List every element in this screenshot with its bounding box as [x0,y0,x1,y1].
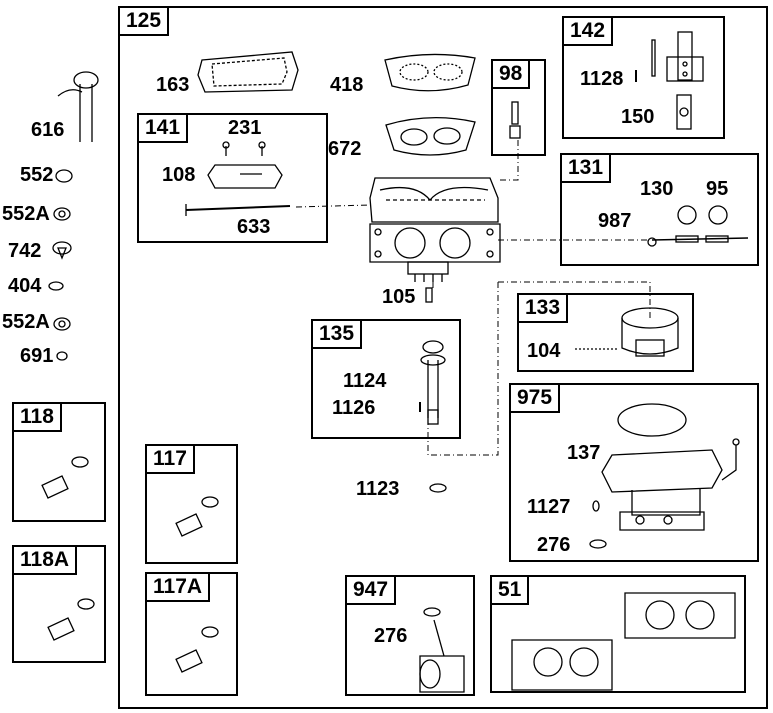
box-label-135: 135 [311,319,363,349]
box-975: 975 [509,383,759,562]
main-frame-125: 125 [118,6,768,709]
left-part-label: 742 [8,240,42,262]
box-label-975: 975 [509,383,561,413]
gasket-163-drawing [197,51,299,93]
box-label-133: 133 [517,293,569,323]
left-part-label: 552 [20,164,54,186]
part-label-105: 105 [382,286,416,308]
box-label-98: 98 [491,59,531,89]
solenoid-947-drawing [419,607,465,693]
box-label-117a: 117A [145,572,211,602]
box-118: 118 [12,402,106,522]
box-947: 947 [345,575,475,696]
left-part-label: 552A [2,311,50,333]
box-135: 135 [311,319,461,439]
needle-98-drawing [509,101,521,139]
left-part-label: 616 [31,119,65,141]
part-label-95: 95 [706,178,729,200]
part-label-987: 987 [598,210,632,232]
part-label-1123: 1123 [356,478,400,500]
part-label-672: 672 [328,138,362,160]
left-part-label: 404 [8,275,42,297]
left-parts-drawing [48,71,99,361]
box-133: 133 [517,293,694,372]
box-label-51: 51 [490,575,530,605]
box-98: 98 [491,59,546,156]
box-label-118: 118 [12,402,62,432]
collar-133-drawing [575,307,679,357]
box-label-141: 141 [137,113,189,143]
box-141: 141 [137,113,328,243]
part-label-1128: 1128 [580,68,624,90]
part-label-276: 276 [537,534,571,556]
part-label-418: 418 [330,74,364,96]
box-label-118a: 118A [12,545,78,575]
box-131: 131 [560,153,759,266]
part-label-231: 231 [228,117,262,139]
box-51: 51 [490,575,746,693]
gasket-kit-51-drawing [511,592,736,691]
box-142: 142 [562,16,725,139]
linkage-141-drawing [185,141,291,216]
part-label-1127: 1127 [527,496,571,518]
box-117: 117 [145,444,238,564]
frame-label-125: 125 [118,6,170,36]
left-part-label: 691 [20,345,54,367]
bracket-142-drawing [651,31,704,130]
part-label-137: 137 [567,442,601,464]
part-label-163: 163 [156,74,190,96]
part-label-1124: 1124 [343,370,387,392]
part-label-633: 633 [237,216,271,238]
bowl-975-drawing [601,403,740,531]
box-117a: 117A [145,572,238,696]
part-label-150: 150 [621,106,655,128]
shaft-131-drawing [647,205,749,247]
box-label-142: 142 [562,16,614,46]
box-label-947: 947 [345,575,397,605]
part-label-108: 108 [162,164,196,186]
nozzle-135-drawing [419,340,446,425]
box-118a: 118A [12,545,106,663]
part-label-130: 130 [640,178,674,200]
box-label-131: 131 [560,153,612,183]
part-label-276: 276 [374,625,408,647]
carburetor-drawing [369,177,501,282]
box-label-117: 117 [145,444,195,474]
gasket-418-drawing [384,53,476,92]
part-label-1126: 1126 [332,397,376,419]
part-label-104: 104 [527,340,561,362]
gasket-672-drawing [385,117,476,156]
left-part-label: 552A [2,203,50,225]
